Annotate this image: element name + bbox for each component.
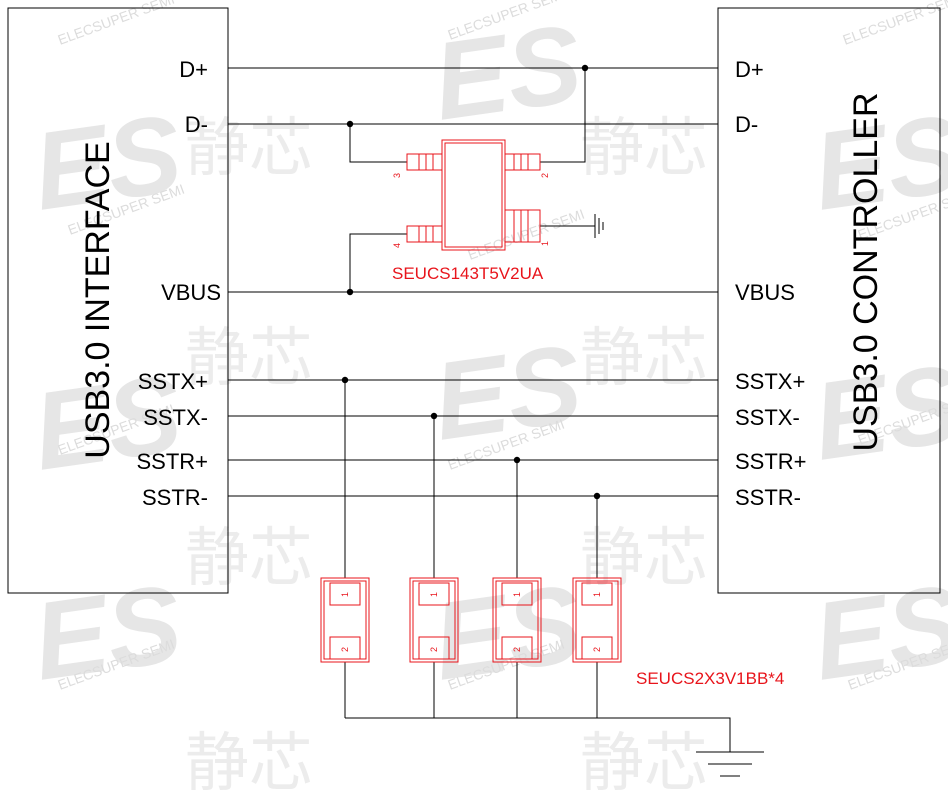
- right-block-title: USB3.0 CONTROLLER: [847, 93, 885, 452]
- tvs-array-pin4-label: 4: [392, 243, 402, 248]
- watermark-brand-1: ELECSUPER SEMI: [56, 0, 177, 48]
- left-label-sstx-minus: SSTX-: [143, 405, 208, 430]
- left-label-sstr-plus: SSTR+: [136, 449, 208, 474]
- left-label-dplus: D+: [179, 57, 208, 82]
- watermark-logo-5: ES: [426, 322, 588, 464]
- d1-pin1: 1: [340, 592, 350, 597]
- left-label-sstr-minus: SSTR-: [142, 485, 208, 510]
- tvs-array-pin-numbers: 3 4 2 1: [392, 173, 550, 248]
- tvs-array-body-inner: [444, 142, 503, 248]
- right-pin-labels: D+ D- VBUS SSTX+ SSTX- SSTR+ SSTR-: [735, 57, 807, 510]
- tvs-array-pin3-label: 3: [392, 173, 402, 178]
- left-block-title: USB3.0 INTERFACE: [79, 141, 117, 458]
- right-label-sstr-minus: SSTR-: [735, 485, 801, 510]
- watermark-cn-7: 静芯: [185, 727, 313, 795]
- watermark-brand-3: ELECSUPER SEMI: [841, 0, 948, 48]
- watermark-logo-9: ES: [806, 562, 948, 704]
- tvs-diode-4: [572, 577, 622, 663]
- right-label-vbus: VBUS: [735, 280, 795, 305]
- d1-pin2: 2: [340, 647, 350, 652]
- tvs-array-pin2: [504, 153, 541, 171]
- d2-pin2: 2: [429, 647, 439, 652]
- watermark-logo-3: ES: [806, 92, 948, 234]
- right-block-box: [717, 7, 941, 594]
- watermark-logo-7: ES: [26, 562, 188, 704]
- signal-wires: [228, 67, 718, 497]
- watermark-cn-4: 静芯: [580, 322, 708, 396]
- tvs-array-component: [406, 139, 541, 251]
- watermark-brand-5: ELECSUPER SEMI: [466, 206, 587, 263]
- d4-pin1: 1: [592, 592, 602, 597]
- tvs-array-pin1-label: 1: [540, 241, 550, 246]
- tvs-diode-pin-numbers: 1 2 1 2 1 2 1 2: [340, 592, 602, 652]
- watermark-cn-2: 静芯: [580, 112, 708, 186]
- tvs-diodes-part-label: SEUCS2X3V1BB*4: [636, 669, 784, 688]
- tvs-array-pin4: [406, 225, 443, 243]
- right-label-sstr-plus: SSTR+: [735, 449, 807, 474]
- tvs-diode-1: [320, 577, 370, 663]
- d3-pin2: 2: [512, 647, 522, 652]
- wire-common-gnd: [345, 717, 731, 752]
- watermark-logo-4: ES: [26, 352, 188, 494]
- junction-vbus: [346, 288, 354, 296]
- wire-dplus-to-pin2: [540, 68, 586, 163]
- watermark-cn-3: 静芯: [185, 322, 313, 396]
- tvs-array-pin3: [406, 153, 443, 171]
- watermark-logo-2: ES: [426, 2, 588, 144]
- tvs-array-body: [441, 139, 506, 251]
- tvs-diode-2: [409, 577, 459, 663]
- right-block: USB3.0 CONTROLLER: [717, 7, 941, 594]
- watermark-cn-8: 静芯: [580, 727, 708, 795]
- left-label-vbus: VBUS: [161, 280, 221, 305]
- right-label-dplus: D+: [735, 57, 764, 82]
- d4-pin2: 2: [592, 647, 602, 652]
- watermark-cn-5: 静芯: [185, 522, 313, 596]
- diode-wires: [344, 380, 764, 777]
- watermark: ES ES ES ES ES ES ES ES ES ELECSUPER SEM…: [26, 0, 948, 795]
- tvs-diodes: [320, 577, 622, 663]
- left-block-box: [7, 7, 229, 594]
- junction-dminus: [346, 120, 354, 128]
- wire-dminus-to-pin3: [349, 124, 407, 163]
- left-label-sstx-plus: SSTX+: [138, 369, 208, 394]
- d3-pin1: 1: [512, 592, 522, 597]
- watermark-logo-8: ES: [426, 562, 588, 704]
- left-block: USB3.0 INTERFACE: [7, 7, 229, 594]
- wire-vbus-to-pin4: [349, 233, 407, 292]
- watermark-logo-6: ES: [806, 342, 948, 484]
- watermark-cn-6: 静芯: [580, 522, 708, 596]
- left-pin-labels: D+ D- VBUS SSTX+ SSTX- SSTR+ SSTR-: [136, 57, 221, 510]
- tvs-array-part-label: SEUCS143T5V2UA: [392, 264, 544, 283]
- tvs-array-wires: [349, 68, 604, 292]
- d2-pin1: 1: [429, 592, 439, 597]
- right-label-sstx-minus: SSTX-: [735, 405, 800, 430]
- watermark-logo-1: ES: [26, 92, 188, 234]
- tvs-array-pin1: [504, 209, 541, 243]
- right-label-sstx-plus: SSTX+: [735, 369, 805, 394]
- tvs-diode-3: [492, 577, 542, 663]
- right-label-dminus: D-: [735, 112, 758, 137]
- tvs-array-pin2-label: 2: [540, 173, 550, 178]
- left-label-dminus: D-: [185, 112, 208, 137]
- junction-dplus: [581, 64, 589, 72]
